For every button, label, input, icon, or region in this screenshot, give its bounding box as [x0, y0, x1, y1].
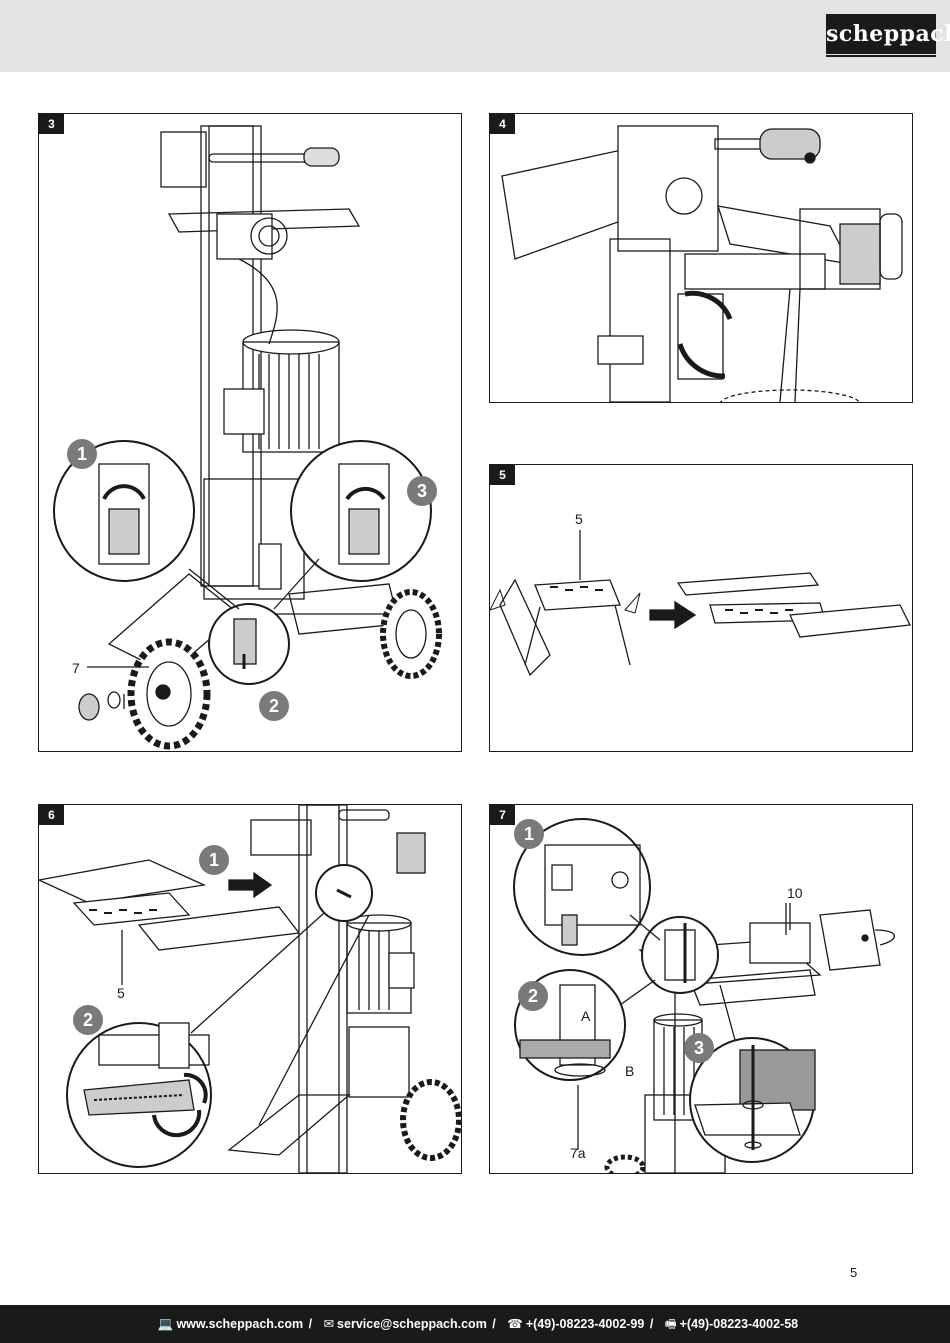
- label-5: 5: [575, 511, 583, 527]
- header-bar: [0, 0, 950, 72]
- envelope-icon: ✉: [323, 1317, 335, 1331]
- label-b: B: [625, 1063, 635, 1079]
- website-link[interactable]: www.scheppach.com: [176, 1317, 304, 1331]
- logo-underline: [826, 55, 936, 57]
- label-10: 10: [787, 885, 803, 901]
- callout-1: 1: [514, 819, 544, 849]
- figure-number: 4: [490, 114, 515, 134]
- computer-icon: 💻: [157, 1317, 174, 1331]
- figure-3-panel: 3: [38, 113, 462, 752]
- label-7a: 7a: [570, 1145, 586, 1161]
- figure-7-illustration: [513, 818, 896, 1173]
- figure-6-illustration: [39, 805, 461, 1173]
- separator: /: [492, 1317, 496, 1331]
- scheppach-logo: scheppach: [826, 14, 950, 54]
- page-number: 5: [850, 1265, 858, 1280]
- callout-2: 2: [518, 981, 548, 1011]
- figure-4-panel: 4: [489, 113, 913, 403]
- callout-1: 1: [67, 439, 97, 469]
- figure-number: 3: [39, 114, 64, 134]
- figure-4-illustration: [501, 125, 903, 402]
- separator: /: [649, 1317, 654, 1331]
- footer-bar: 💻www.scheppach.com / ✉service@scheppach.…: [0, 1305, 950, 1343]
- fax-number: +(49)-08223-4002-58: [679, 1317, 799, 1331]
- phone-number: +(49)-08223-4002-99: [525, 1317, 645, 1331]
- figure-number: 7: [490, 805, 515, 825]
- figure-7-panel: 7 1 2: [489, 804, 913, 1174]
- separator: /: [308, 1317, 313, 1331]
- callout-1: 1: [199, 845, 229, 875]
- label-a: A: [581, 1008, 591, 1024]
- figure-5-panel: 5 5: [489, 464, 913, 752]
- figure-6-panel: 6 1 2 5: [38, 804, 462, 1174]
- telephone-icon: ☎: [507, 1317, 523, 1331]
- figure-5-illustration: [490, 530, 911, 677]
- label-7: 7: [72, 660, 80, 676]
- callout-2: 2: [259, 691, 289, 721]
- figure-number: 6: [39, 805, 64, 825]
- email-link[interactable]: service@scheppach.com: [337, 1317, 487, 1331]
- figure-3-illustration: [53, 125, 442, 750]
- callout-3: 3: [407, 476, 437, 506]
- label-5: 5: [117, 985, 125, 1001]
- callout-2: 2: [73, 1005, 103, 1035]
- figure-number: 5: [490, 465, 515, 485]
- callout-3: 3: [684, 1033, 714, 1063]
- fax-icon: 🖷: [664, 1317, 677, 1331]
